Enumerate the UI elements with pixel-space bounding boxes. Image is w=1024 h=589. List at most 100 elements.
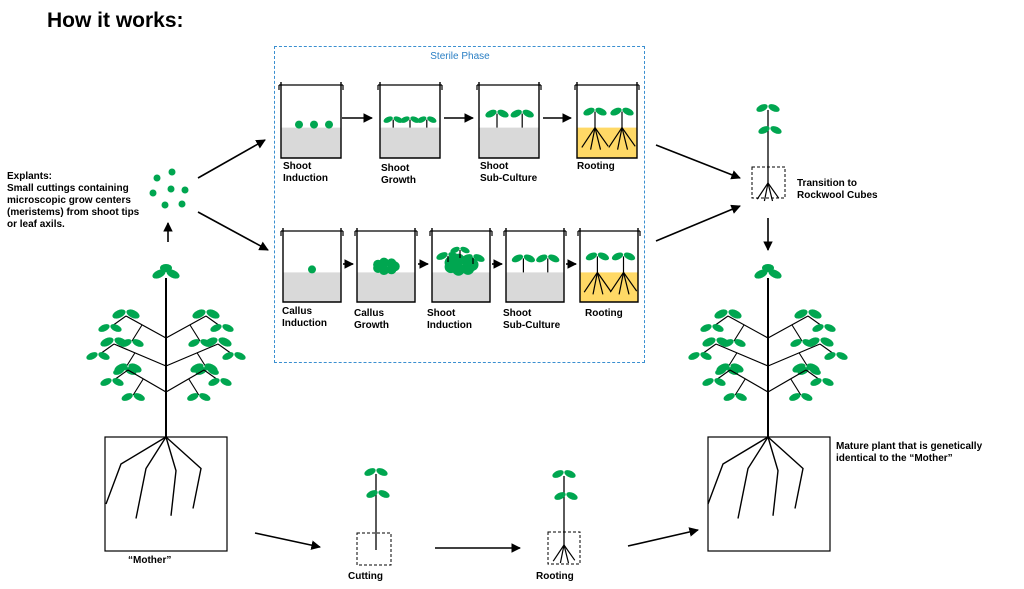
- cutting-label: Cutting: [348, 571, 383, 582]
- jar-outline: [576, 82, 638, 159]
- medium: [281, 127, 341, 158]
- root: [618, 272, 625, 295]
- leaf: [824, 352, 836, 360]
- leaf: [789, 393, 801, 401]
- root: [596, 272, 604, 295]
- leaf: [566, 492, 578, 500]
- leaf: [208, 378, 220, 386]
- leaf: [417, 116, 427, 123]
- root: [165, 436, 177, 516]
- leaf: [190, 363, 204, 373]
- explants-heading: Explants:: [7, 171, 53, 182]
- mother-label: “Mother”: [128, 555, 172, 566]
- root: [559, 544, 565, 564]
- sterile-phase-label: Sterile Phase: [430, 51, 490, 62]
- label-shoot-induction-bottom: Shoot Induction: [427, 308, 472, 331]
- leaf: [554, 492, 566, 500]
- leaf: [376, 468, 388, 476]
- leaf: [806, 363, 820, 373]
- leaf: [427, 116, 437, 123]
- callus: [386, 258, 397, 269]
- jar-shoot-growth: [377, 82, 443, 159]
- root: [590, 127, 596, 150]
- leaf: [497, 109, 509, 118]
- leaf: [730, 363, 744, 373]
- branch: [165, 343, 219, 367]
- leaf: [473, 254, 485, 262]
- leaf: [98, 352, 110, 360]
- medium: [479, 127, 539, 158]
- mother-plant: [86, 264, 246, 437]
- leaf: [723, 393, 735, 401]
- root: [594, 127, 609, 147]
- page-title: How it works:: [47, 9, 184, 32]
- explant-dot: [181, 186, 189, 194]
- leaf: [762, 264, 774, 272]
- branch: [767, 315, 809, 339]
- root: [767, 182, 780, 199]
- leaf: [460, 246, 470, 254]
- roots: [609, 272, 638, 295]
- leaf: [548, 254, 560, 263]
- leaf: [204, 337, 218, 347]
- label-shoot-growth: Shoot Growth: [381, 163, 416, 186]
- leaf: [716, 363, 730, 373]
- root: [563, 544, 576, 561]
- leaf: [801, 393, 813, 401]
- leaf: [822, 378, 834, 386]
- leaf: [166, 269, 180, 279]
- culture-jars: [278, 82, 641, 303]
- leaf: [536, 254, 548, 263]
- roots: [552, 544, 576, 564]
- branch: [165, 369, 205, 393]
- rooting-cube: [547, 531, 581, 565]
- leaf: [206, 309, 220, 319]
- leaf: [114, 363, 128, 373]
- leaf: [461, 254, 473, 262]
- leaf: [128, 363, 142, 373]
- leaf: [700, 324, 712, 332]
- twig: [733, 324, 745, 342]
- leaf: [610, 107, 622, 116]
- leaf: [98, 324, 110, 332]
- twig: [132, 378, 144, 396]
- leaf: [187, 393, 199, 401]
- leaf: [192, 309, 206, 319]
- leaf: [716, 337, 730, 347]
- root: [756, 182, 769, 200]
- soil-boxes: [104, 166, 831, 566]
- jar-shoot-subculture-bottom: [503, 228, 567, 303]
- medium: [506, 272, 564, 302]
- leaf: [564, 470, 576, 478]
- leaf: [768, 104, 780, 112]
- leaf: [450, 246, 460, 254]
- branch: [727, 315, 769, 339]
- leaf: [728, 309, 742, 319]
- branch: [767, 369, 807, 393]
- root: [583, 272, 598, 293]
- explant-dot: [295, 120, 303, 129]
- sterile-phase-box: [274, 46, 645, 363]
- branch: [715, 343, 769, 367]
- twig: [188, 378, 200, 396]
- leaf: [100, 337, 114, 347]
- leaf: [110, 324, 122, 332]
- leaf: [806, 337, 820, 347]
- jar-outline: [280, 82, 342, 159]
- root: [563, 544, 570, 564]
- leaf: [448, 252, 460, 260]
- explant-dot: [161, 201, 169, 209]
- root: [767, 436, 804, 509]
- label-shoot-induction-top: Shoot Induction: [283, 161, 328, 184]
- root: [608, 127, 623, 148]
- leaf: [552, 470, 564, 478]
- leaf: [836, 352, 848, 360]
- leaf: [810, 378, 822, 386]
- leaf: [220, 378, 232, 386]
- jar-outline: [505, 228, 565, 303]
- leaf: [114, 337, 128, 347]
- arrows: [163, 113, 773, 553]
- explant-dot: [149, 189, 157, 197]
- jar-rooting-bottom: [577, 228, 641, 303]
